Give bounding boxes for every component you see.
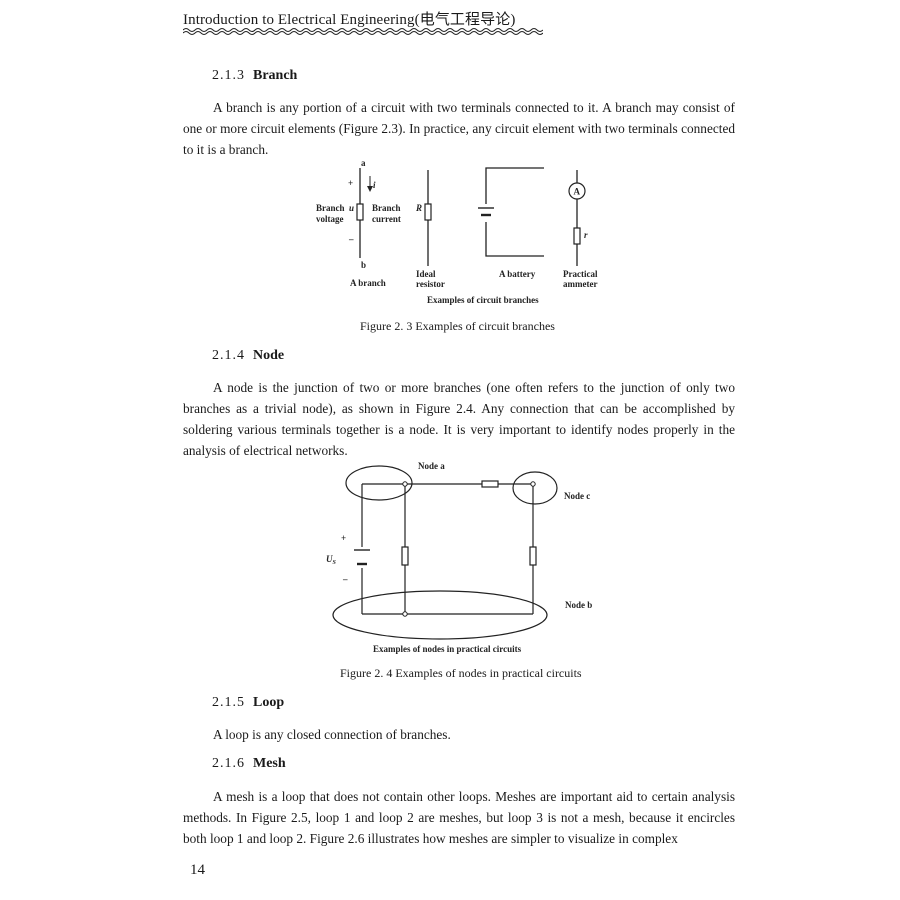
minus-label: – — [348, 234, 354, 244]
figure-2-4-diagram: + – US Node a Node c Node b Examples of … — [326, 461, 592, 654]
section-heading-branch: 2.1.3 Branch — [212, 68, 297, 84]
section-number: 2.1.4 — [212, 348, 245, 363]
terminal-a-label: a — [361, 158, 366, 168]
node-b-label: Node b — [565, 600, 592, 610]
a-branch-label: A branch — [350, 278, 386, 288]
paragraph-node: A node is the junction of two or more br… — [183, 380, 735, 458]
section-title: Branch — [253, 68, 298, 83]
running-header: Introduction to Electrical Engineering(电… — [183, 12, 516, 28]
paragraph-loop: A loop is any closed connection of branc… — [213, 727, 451, 742]
terminal-b-label: b — [361, 260, 366, 270]
ideal-resistor-element: R Ideal resistor — [415, 170, 445, 289]
practical-ammeter-label-1: Practical — [563, 269, 598, 279]
branch-current-label-1: Branch — [372, 203, 401, 213]
section-heading-node: 2.1.4 Node — [212, 348, 284, 364]
a-branch-element: a b + – i u Branch voltage Branch curren… — [316, 158, 401, 288]
ideal-resistor-label-2: resistor — [416, 279, 445, 289]
section-title: Mesh — [253, 756, 286, 771]
right-resistor — [529, 546, 537, 566]
figure-2-4-caption: Figure 2. 4 Examples of nodes in practic… — [340, 666, 582, 680]
node-c-ellipse — [512, 471, 558, 505]
ideal-resistor-label-1: Ideal — [416, 269, 436, 279]
voltage-u-label: u — [349, 203, 354, 213]
practical-ammeter-label-2: ammeter — [563, 279, 597, 289]
voltage-source-us: + – US — [326, 533, 370, 584]
battery-label: A battery — [499, 269, 536, 279]
internal-r-label: r — [584, 230, 588, 240]
junction-dot-node-b — [402, 611, 408, 617]
node-b-ellipse — [332, 590, 548, 640]
current-i-label: i — [373, 180, 376, 190]
paragraph-branch: A branch is any portion of a circuit wit… — [183, 100, 735, 157]
junction-dot-node-c — [530, 481, 536, 487]
resistor-r-label: R — [415, 203, 422, 213]
page-number: 14 — [190, 862, 205, 878]
section-heading-mesh: 2.1.6 Mesh — [212, 756, 286, 772]
top-resistor — [481, 480, 499, 488]
figure-2-4-inner-title: Examples of nodes in practical circuits — [373, 644, 522, 654]
branch-voltage-label-1: Branch — [316, 203, 345, 213]
section-number: 2.1.5 — [212, 695, 245, 710]
figure-2-3-inner-title: Examples of circuit branches — [427, 295, 539, 305]
header-wavy-rule — [183, 28, 543, 35]
section-number: 2.1.6 — [212, 756, 245, 771]
section-heading-loop: 2.1.5 Loop — [212, 695, 284, 711]
node-a-label: Node a — [418, 461, 445, 471]
branch-current-label-2: current — [372, 214, 401, 224]
source-minus-label: – — [342, 574, 348, 584]
plus-label: + — [348, 178, 353, 188]
source-us-label: US — [326, 554, 337, 566]
figure-2-3-caption: Figure 2. 3 Examples of circuit branches — [360, 319, 555, 333]
ammeter-a-symbol: A — [574, 187, 581, 197]
practical-ammeter-element: A r Practical ammeter — [563, 170, 598, 289]
middle-resistor — [401, 546, 409, 566]
section-title: Loop — [253, 695, 285, 710]
figure-2-3-diagram: a b + – i u Branch voltage Branch curren… — [316, 158, 598, 305]
junction-dot-node-a — [402, 481, 408, 487]
node-c-label: Node c — [564, 491, 590, 501]
section-title: Node — [253, 348, 285, 363]
paragraph-mesh: A mesh is a loop that does not contain o… — [183, 789, 735, 846]
battery-element: A battery — [478, 167, 544, 279]
branch-voltage-label-2: voltage — [316, 214, 344, 224]
node-a-ellipse — [345, 465, 413, 501]
source-plus-label: + — [341, 533, 346, 543]
section-number: 2.1.3 — [212, 68, 245, 83]
